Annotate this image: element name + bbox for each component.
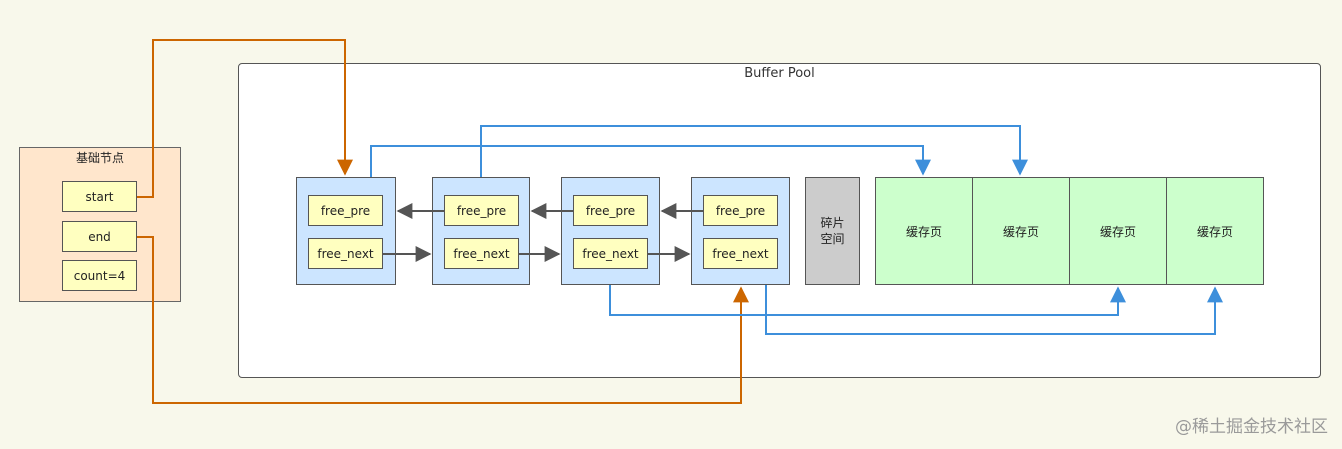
cache-page-4: 缓存页: [1166, 177, 1264, 285]
cache-page-1: 缓存页: [875, 177, 973, 285]
base-count-field: count=4: [62, 260, 137, 291]
free-node-4-next: free_next: [703, 238, 778, 269]
fragment-space-label: 碎片 空间: [820, 216, 845, 246]
free-node-2-next: free_next: [444, 238, 519, 269]
cache-page-2: 缓存页: [972, 177, 1070, 285]
free-node-1-pre: free_pre: [308, 195, 383, 226]
fragment-space: 碎片 空间: [805, 177, 860, 285]
cache-page-3: 缓存页: [1069, 177, 1167, 285]
watermark-text: @稀土掘金技术社区: [1175, 417, 1328, 437]
free-node-2-pre: free_pre: [444, 195, 519, 226]
free-node-1-next: free_next: [308, 238, 383, 269]
free-node-4-pre: free_pre: [703, 195, 778, 226]
base-start-field: start: [62, 181, 137, 212]
free-node-3-next: free_next: [573, 238, 648, 269]
buffer-pool-title: Buffer Pool: [744, 66, 815, 81]
free-node-3-pre: free_pre: [573, 195, 648, 226]
base-end-field: end: [62, 221, 137, 252]
base-node-title: 基础节点: [75, 151, 124, 165]
